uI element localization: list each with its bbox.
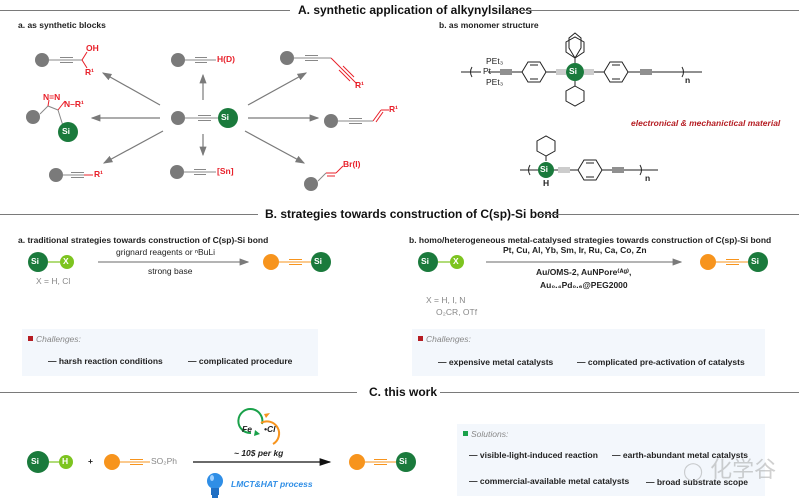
c-solution-1: — visible-light-induced reaction — [469, 450, 598, 460]
b-right-si-label: Si — [421, 256, 430, 266]
b-left-x-def: X = H, Cl — [36, 276, 71, 286]
section-a-title: A. synthetic application of alkynylsilan… — [298, 3, 533, 17]
material-label: electronical & mechanictical material — [631, 118, 781, 128]
b-left-reagent-bottom: strong base — [148, 266, 193, 276]
c-process-label: LMCT&HAT process — [231, 479, 313, 489]
label-triazole-nn: N=N — [43, 92, 61, 102]
label-pet3-bottom: PEt₃ — [486, 77, 504, 87]
label-sn: [Sn] — [217, 166, 234, 176]
b-left-challenges-title: Challenges: — [28, 334, 81, 344]
challenges-title-text: Challenges: — [426, 334, 471, 344]
c-solution-3: — commercial-available metal catalysts — [469, 476, 630, 486]
bullet-square-icon — [463, 431, 468, 436]
section-b-right-subtitle: b. homo/heterogeneous metal-catalysed st… — [409, 235, 772, 245]
label-r1-alcohol: R¹ — [85, 67, 94, 77]
label-triazole-nr: N–R¹ — [64, 99, 84, 109]
b-right-reagent-2: Au/OMS-2, AuNPore⁽ᴬᵍ⁾, — [536, 267, 632, 277]
b-right-product-si: Si — [751, 256, 760, 266]
triazole-si-label: Si — [62, 126, 71, 136]
label-r1-enyne: R¹ — [389, 104, 398, 114]
solutions-title-text: Solutions: — [471, 429, 509, 439]
product-terminal-alkyne — [171, 53, 216, 67]
section-b-left-subtitle: a. traditional strategies towards constr… — [18, 235, 269, 245]
c-solutions-box — [457, 424, 765, 496]
label-hd: H(D) — [217, 54, 235, 64]
label-n-1: n — [685, 75, 691, 85]
c-so2ph-label: SO₂Ph — [151, 456, 177, 466]
b-right-reagent-3: Au₀.₄Pd₀.₆@PEG2000 — [540, 280, 628, 290]
section-b-rule-left — [0, 214, 258, 215]
section-a-sub-a: a. as synthetic blocks — [18, 20, 106, 30]
c-plus: + — [88, 456, 93, 466]
monomer-si-label: Si — [569, 66, 578, 76]
c-solution-2: — earth-abundant metal catalysts — [612, 450, 749, 460]
label-n-2: n — [645, 173, 651, 183]
monomer-si-h-polymer — [520, 135, 658, 181]
b-right-challenges-box — [412, 329, 765, 376]
b-left-x-label: X — [63, 256, 69, 266]
section-c-rule-left — [0, 392, 357, 393]
light-bulb-icon — [207, 473, 223, 498]
label-r1-alkyne: R¹ — [94, 169, 103, 179]
product-enyne — [324, 109, 389, 128]
section-b-left-scheme — [28, 252, 331, 272]
c-cl-label: •Cl — [264, 424, 276, 434]
b-left-reagent-top: grignard reagents or ⁿBuLi — [116, 247, 216, 257]
c-solution-4: — broad substrate scope — [646, 477, 749, 487]
watermark: ◯ 化学谷 — [683, 452, 776, 484]
section-c-rule-right — [440, 392, 799, 393]
section-a-sub-b: b. as monomer structure — [439, 20, 539, 30]
c-product-si: Si — [399, 456, 408, 466]
section-a-rule-right — [508, 10, 799, 11]
monomer2-si-label: Si — [540, 164, 549, 174]
catalytic-cycles-icon — [237, 408, 281, 445]
label-oh: OH — [86, 43, 99, 53]
section-c-title: C. this work — [369, 385, 438, 399]
c-h-label: H — [62, 456, 69, 466]
monomer-pt-polymer — [461, 32, 702, 107]
section-b-title: B. strategies towards construction of C(… — [265, 207, 560, 221]
b-left-challenges-box — [22, 329, 318, 376]
label-r1-diyne: R¹ — [355, 80, 364, 90]
product-vinyl-halide — [304, 165, 344, 191]
reaction-arrows — [90, 72, 320, 164]
b-right-reagent-1: Pt, Cu, Al, Yb, Sm, Ir, Ru, Ca, Co, Zn — [503, 245, 647, 255]
label-h: H — [543, 178, 550, 188]
wechat-icon: ◯ — [683, 461, 704, 482]
b-right-x-def-1: X = H, I, N — [426, 295, 466, 305]
b-left-challenge-2: — complicated procedure — [188, 356, 293, 366]
bullet-square-icon — [418, 336, 423, 341]
b-right-challenge-2: — complicated pre-activation of catalyst… — [577, 357, 745, 367]
center-si-label: Si — [221, 112, 230, 122]
bullet-square-icon — [28, 336, 33, 341]
label-pet3-top: PEt₃ — [486, 56, 504, 66]
c-cost-label: ~ 10$ per kg — [234, 448, 284, 458]
product-triazole — [26, 99, 78, 142]
label-pt: Pt — [483, 66, 492, 76]
section-b-rule-right — [540, 214, 799, 215]
watermark-text: 化学谷 — [710, 458, 777, 483]
c-solutions-title: Solutions: — [463, 429, 508, 439]
section-c-scheme — [27, 451, 416, 473]
label-br-i: Br(I) — [343, 159, 361, 169]
challenges-title-text: Challenges: — [36, 334, 81, 344]
b-right-challenges-title: Challenges: — [418, 334, 471, 344]
b-right-challenge-1: — expensive metal catalysts — [438, 357, 554, 367]
product-skipped-diyne — [280, 51, 358, 85]
b-left-si-label: Si — [31, 256, 40, 266]
section-a-rule-left — [0, 10, 290, 11]
section-b-right-scheme — [418, 252, 768, 272]
b-right-x-def-2: O₂CR, OTf — [436, 307, 478, 317]
b-right-x-label: X — [453, 256, 459, 266]
c-fe-label: Fe — [242, 424, 252, 434]
b-left-product-si: Si — [314, 256, 323, 266]
product-internal-alkyne — [49, 168, 93, 182]
b-left-challenge-1: — harsh reaction conditions — [48, 356, 163, 366]
product-alkynylstannane — [170, 165, 216, 179]
center-alkynylsilane — [171, 108, 238, 128]
product-propargyl-alcohol — [35, 51, 88, 69]
c-si-label: Si — [31, 456, 40, 466]
